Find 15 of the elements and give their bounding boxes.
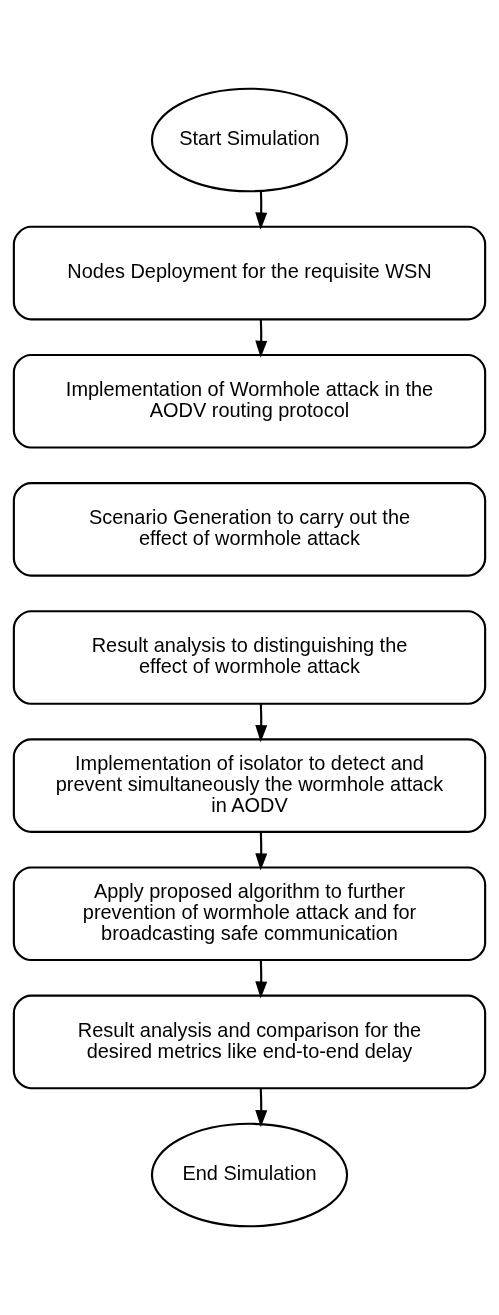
node-box: Implementation of Wormhole attack in the AODV routing protocol: [12, 353, 487, 449]
node-box: Result analysis to distinguishing the effect of wormhole attack: [12, 610, 487, 705]
node-ellipse: Start Simulation: [150, 87, 349, 193]
arrow: [255, 190, 268, 230]
arrow: [255, 960, 268, 999]
arrow: [255, 832, 268, 871]
node-box: Nodes Deployment for the requisite WSN: [12, 225, 487, 321]
node-box: Apply proposed algorithm to further prevention of wormhole attack and for broadcasting safe communication: [12, 866, 487, 962]
arrow: [255, 704, 268, 743]
node-box: Scenario Generation to carry out the effect of wormhole attack: [12, 482, 487, 577]
arrow: [255, 319, 268, 358]
node-box: Result analysis and comparison for the desired metrics like end-to-end delay: [12, 994, 487, 1090]
node-ellipse: End Simulation: [150, 1122, 349, 1228]
node-box: Implementation of isolator to detect and prevent simultaneously the wormhole attack in AODV: [12, 738, 487, 833]
arrow: [255, 1088, 268, 1128]
